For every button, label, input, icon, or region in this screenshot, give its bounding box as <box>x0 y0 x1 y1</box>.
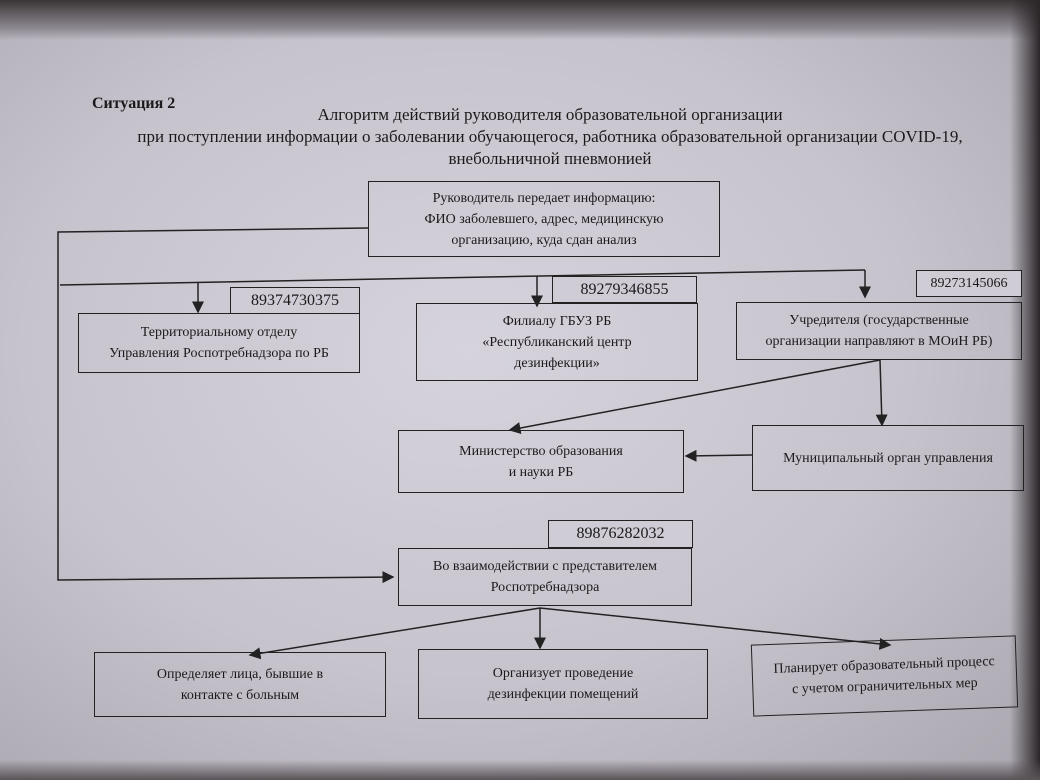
node-text: Во взаимодействии с представителем <box>433 559 657 574</box>
node-text: Руководитель передает информацию: <box>432 190 656 206</box>
node-text: Филиалу ГБУЗ РБ <box>502 313 612 329</box>
node-ministry: Министерство образования и науки РБ <box>398 430 684 493</box>
node-text: контакте с больным <box>180 687 300 703</box>
node-text: «Республиканский центр <box>482 334 632 350</box>
node-text: дезинфекции» <box>514 355 600 371</box>
phone-territorial: 89374730375 <box>230 287 360 314</box>
node-branch: Филиалу ГБУЗ РБ «Республиканский центр д… <box>416 303 698 381</box>
title-line: внебольничной пневмонией <box>448 149 652 168</box>
node-disinfection: Организует проведение дезинфекции помеще… <box>418 649 708 719</box>
node-text: Роспотребнадзора <box>490 580 600 595</box>
phone-founder: 89273145066 <box>916 270 1022 297</box>
node-text: Муниципальный орган управления <box>783 450 993 466</box>
node-interaction: Во взаимодействии с представителем Роспо… <box>398 548 692 606</box>
phone-branch: 89279346855 <box>552 276 697 303</box>
photo-shadow-bottom <box>0 760 1040 780</box>
node-contacts: Определяет лица, бывшие в контакте с бол… <box>94 652 386 717</box>
node-territorial: Территориальному отделу Управления Роспо… <box>78 313 360 373</box>
situation-label: Ситуация 2 <box>92 95 176 112</box>
node-municipal: Муниципальный орган управления <box>752 425 1024 491</box>
node-text: Определяет лица, бывшие в <box>156 666 324 682</box>
title-line: при поступлении информации о заболевании… <box>137 127 963 146</box>
node-text: организацию, куда сдан анализ <box>451 232 637 248</box>
node-text: Организует проведение <box>492 666 634 681</box>
page-title: Алгоритм действий руководителя образоват… <box>90 104 1010 170</box>
node-head-informs: Руководитель передает информацию: ФИО за… <box>368 181 720 257</box>
node-text: Министерство образования <box>459 443 623 459</box>
node-text: и науки РБ <box>508 464 574 480</box>
photo-shadow-top <box>0 0 1040 40</box>
node-planning: Планирует образовательный процесс с учет… <box>750 635 1019 717</box>
node-text: дезинфекции помещений <box>487 687 639 702</box>
title-line: Алгоритм действий руководителя образоват… <box>317 105 783 124</box>
node-text: Управления Роспотребнадзора по РБ <box>109 346 329 361</box>
node-founder: Учредителя (государственные организации … <box>736 302 1022 360</box>
node-text: Учредителя (государственные <box>789 313 969 328</box>
photo-shadow-right <box>1010 0 1040 780</box>
node-text: организации направляют в МОиН РБ) <box>765 334 993 349</box>
node-text: Территориальному отделу <box>140 325 298 340</box>
phone-interaction: 89876282032 <box>548 520 693 548</box>
node-text: ФИО заболевшего, адрес, медицинскую <box>424 211 664 227</box>
